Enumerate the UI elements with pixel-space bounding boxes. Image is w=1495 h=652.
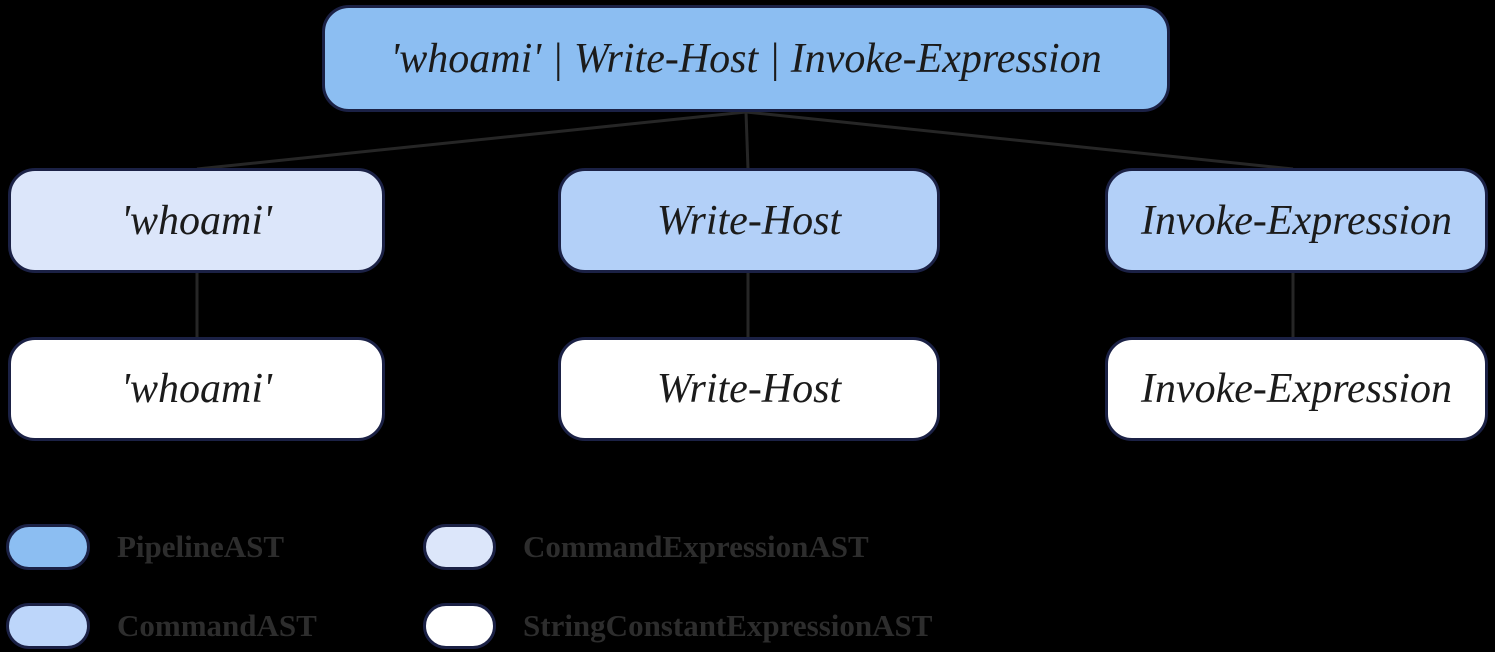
legend-label-string-constant-expression-ast: StringConstantExpressionAST <box>523 608 933 643</box>
node-whoami-string-constant: 'whoami' <box>8 337 385 441</box>
legend-item-string-constant-expression-ast: StringConstantExpressionAST <box>423 603 932 649</box>
legend-swatch-command-expression-ast <box>423 524 496 570</box>
node-whoami-command-expression: 'whoami' <box>8 168 385 273</box>
node-invoke-expression-command: Invoke-Expression <box>1105 168 1488 273</box>
legend-item-command-expression-ast: CommandExpressionAST <box>423 524 869 570</box>
legend-item-pipeline-ast: PipelineAST <box>6 524 284 570</box>
legend-item-command-ast: CommandAST <box>6 603 317 649</box>
node-write-host-command: Write-Host <box>558 168 940 273</box>
legend-label-command-expression-ast: CommandExpressionAST <box>523 529 869 564</box>
node-write-host-string-constant: Write-Host <box>558 337 940 441</box>
node-invoke-expression-string-constant: Invoke-Expression <box>1105 337 1488 441</box>
legend-swatch-command-ast <box>6 603 90 649</box>
edge-root-to-invoke-expression-command <box>745 110 1294 171</box>
legend-swatch-string-constant-expression-ast <box>423 603 496 649</box>
node-pipeline-root: 'whoami' | Write-Host | Invoke-Expressio… <box>322 5 1170 112</box>
legend-label-command-ast: CommandAST <box>117 608 317 643</box>
legend-label-pipeline-ast: PipelineAST <box>117 529 285 564</box>
edge-root-to-write-host-command <box>744 111 750 170</box>
legend-swatch-pipeline-ast <box>6 524 90 570</box>
edge-root-to-whoami-expression <box>196 110 747 171</box>
